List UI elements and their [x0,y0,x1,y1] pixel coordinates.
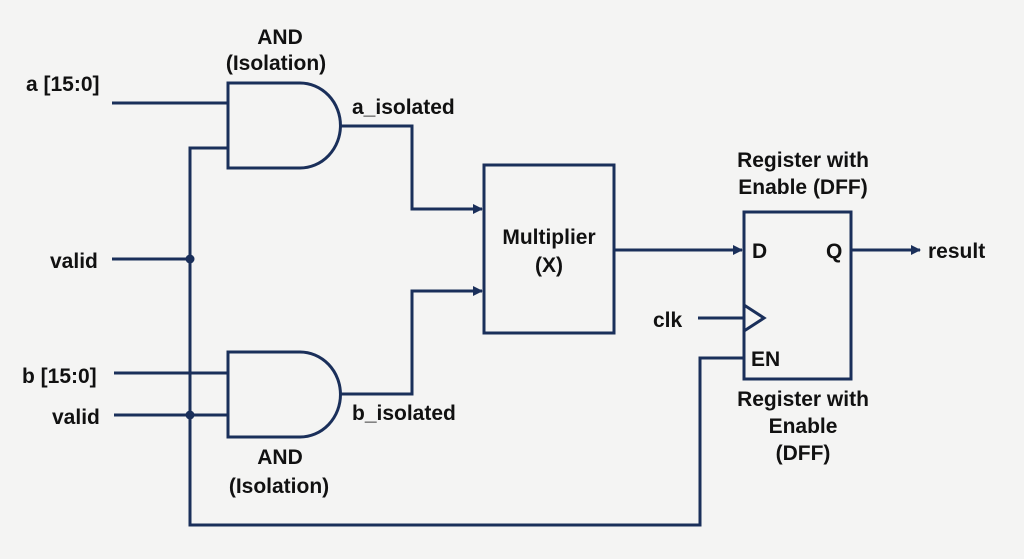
input-label-valid-top: valid [50,250,98,273]
signal-label-a-isolated: a_isolated [352,96,455,119]
register-title-top-1: Register with [737,149,869,172]
port-en: EN [751,348,780,371]
wire-b-isolated [340,286,483,396]
multiplier-label: Multiplier [502,226,595,249]
junction-dot-top [185,254,195,264]
and-gate-bottom [226,350,342,439]
clock-triangle [743,303,767,333]
wire-a-isolated [340,124,483,214]
register-title-bottom-2: Enable [769,415,838,438]
register-title-bottom-3: (DFF) [776,442,831,465]
port-q: Q [826,240,842,263]
multiplier-block [482,163,616,335]
register-title-top-2: Enable (DFF) [738,176,868,199]
register-block [742,210,853,381]
and-bottom-title: AND [257,446,303,469]
port-d: D [752,240,767,263]
wire-valid-to-and-top [188,146,744,527]
and-bottom-subtitle: (Isolation) [229,475,329,498]
input-label-a: a [15:0] [26,73,100,96]
and-top-subtitle: (Isolation) [226,52,326,75]
signal-label-b-isolated: b_isolated [352,402,456,425]
input-label-clk: clk [653,309,683,332]
and-gate-top [226,81,342,170]
output-label-result: result [928,240,985,263]
multiplier-symbol: (X) [535,254,563,277]
and-top-title: AND [257,26,303,49]
register-title-bottom-1: Register with [737,388,869,411]
input-label-valid-bottom: valid [52,406,100,429]
input-label-b: b [15:0] [22,365,97,388]
junction-dot-bottom [185,410,195,420]
